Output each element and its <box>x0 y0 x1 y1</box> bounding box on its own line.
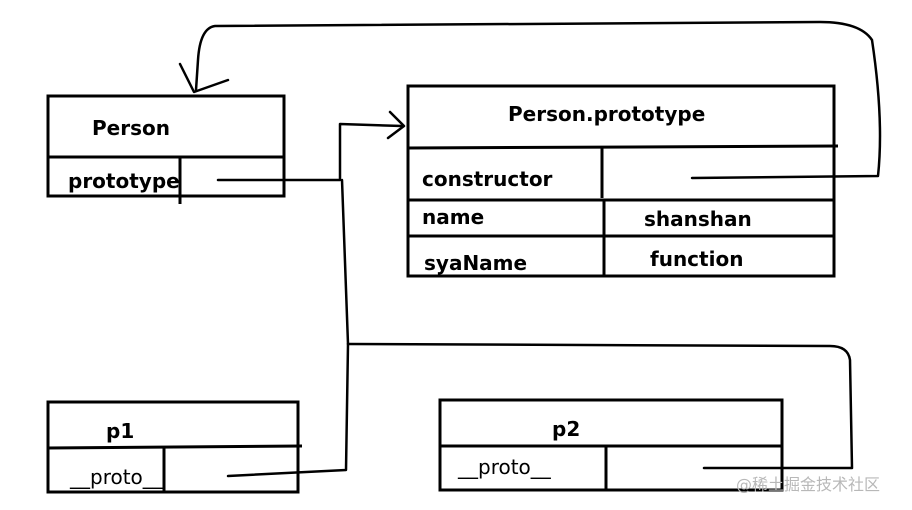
prototype-arrowhead <box>386 110 406 140</box>
constructor-to-person-line <box>194 20 882 180</box>
constructor-to-person-arrowhead <box>178 62 230 94</box>
person-prototype-box: Person.prototype constructor name shansh… <box>406 84 839 278</box>
name-key: name <box>422 205 484 229</box>
p1-proto-label: __proto__ <box>69 465 164 489</box>
p1-box: p1 __proto__ <box>46 400 303 494</box>
trunk-line <box>340 178 350 346</box>
syaname-key: syaName <box>424 251 527 275</box>
person-title: Person <box>92 116 170 140</box>
prototype-to-person-prototype-line <box>216 122 404 182</box>
p1-title: p1 <box>106 419 134 443</box>
connector-lines <box>178 20 882 478</box>
constructor-key: constructor <box>422 167 553 191</box>
p2-title: p2 <box>552 417 580 441</box>
watermark-text: @稀土掘金技术社区 <box>736 475 880 494</box>
p2-box: p2 __proto__ <box>438 398 784 492</box>
syaname-value: function <box>650 247 743 271</box>
name-value: shanshan <box>644 207 752 231</box>
p2-proto-line <box>346 342 854 470</box>
person-prototype-title: Person.prototype <box>508 102 705 126</box>
person-box: Person prototype <box>46 94 286 204</box>
person-prototype-label: prototype <box>68 169 180 193</box>
p2-proto-label: __proto__ <box>457 455 552 479</box>
p1-proto-line <box>226 342 350 478</box>
